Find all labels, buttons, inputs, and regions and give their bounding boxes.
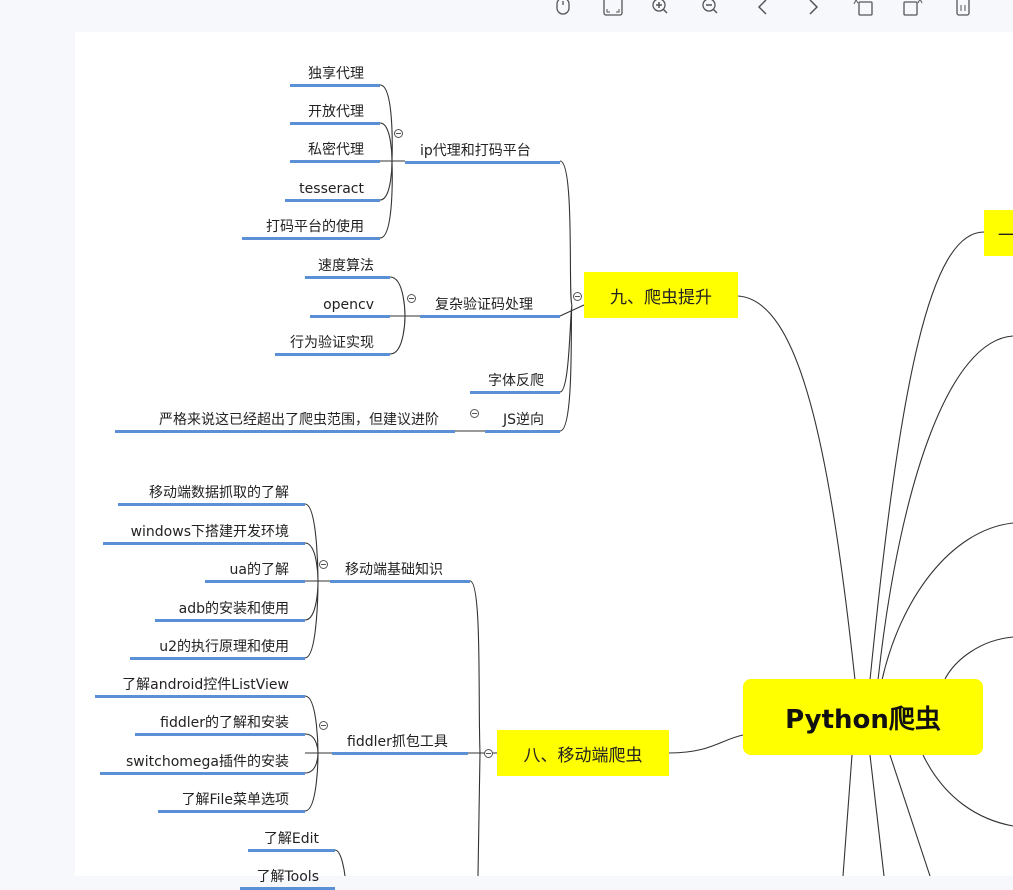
collapse-toggle-icon[interactable] [394,129,403,138]
branch-node-mobile-basics[interactable]: 移动端基础知识 [330,561,470,583]
subtopic-node[interactable]: 开放代理 [290,103,380,125]
subtopic-node[interactable]: fiddler的了解和安装 [135,714,305,736]
subtopic-node[interactable]: 严格来说这已经超出了爬虫范围，但建议进阶 [115,411,455,433]
subtopic-node[interactable]: windows下搭建开发环境 [103,523,305,545]
subtopic-node[interactable]: switchomega插件的安装 [100,753,305,775]
subtopic-node[interactable]: 行为验证实现 [275,334,390,356]
branch-node-font[interactable]: 字体反爬 [470,372,560,394]
delete-icon[interactable] [950,0,976,20]
branch-node-fiddler[interactable]: fiddler抓包工具 [332,733,468,755]
previous-icon[interactable] [750,0,776,20]
subtopic-node[interactable]: tesseract [285,180,380,202]
subtopic-node[interactable]: u2的执行原理和使用 [130,638,305,660]
subtopic-node[interactable]: 了解Edit [248,830,335,852]
collapse-toggle-icon[interactable] [319,560,328,569]
topic-node-one[interactable]: 一 [984,210,1013,256]
branch-node-ip-proxy[interactable]: ip代理和打码平台 [405,142,560,164]
branch-node-captcha[interactable]: 复杂验证码处理 [420,296,560,318]
subtopic-node[interactable]: 了解android控件ListView [95,676,305,698]
mouse-icon[interactable] [550,0,576,20]
topic-node-mobile-crawler[interactable]: 八、移动端爬虫 [497,730,669,776]
subtopic-node[interactable]: 私密代理 [290,141,380,163]
topic-node-crawler-advanced[interactable]: 九、爬虫提升 [584,272,738,318]
zoom-out-icon[interactable] [698,0,724,20]
subtopic-node[interactable]: 打码平台的使用 [242,218,380,240]
rotate-right-icon[interactable] [900,0,926,20]
branch-node-js[interactable]: JS逆向 [485,411,560,433]
collapse-toggle-icon[interactable] [484,749,493,758]
subtopic-node[interactable]: 独享代理 [290,65,380,87]
subtopic-node[interactable]: 了解Tools [240,868,335,890]
collapse-toggle-icon[interactable] [573,292,582,301]
subtopic-node[interactable]: ua的了解 [205,561,305,583]
rotate-left-icon[interactable] [850,0,876,20]
subtopic-node[interactable]: 移动端数据抓取的了解 [118,484,305,506]
subtopic-node[interactable]: opencv [310,296,390,318]
subtopic-node[interactable]: 速度算法 [305,257,390,279]
root-node[interactable]: Python爬虫 [743,679,983,755]
collapse-toggle-icon[interactable] [470,409,479,418]
subtopic-node[interactable]: adb的安装和使用 [155,600,305,622]
next-icon[interactable] [800,0,826,20]
subtopic-node[interactable]: 了解File菜单选项 [158,791,305,813]
toolbar [540,0,1013,30]
collapse-toggle-icon[interactable] [407,294,416,303]
zoom-in-icon[interactable] [648,0,674,20]
fit-screen-icon[interactable] [600,0,626,20]
collapse-toggle-icon[interactable] [319,721,328,730]
